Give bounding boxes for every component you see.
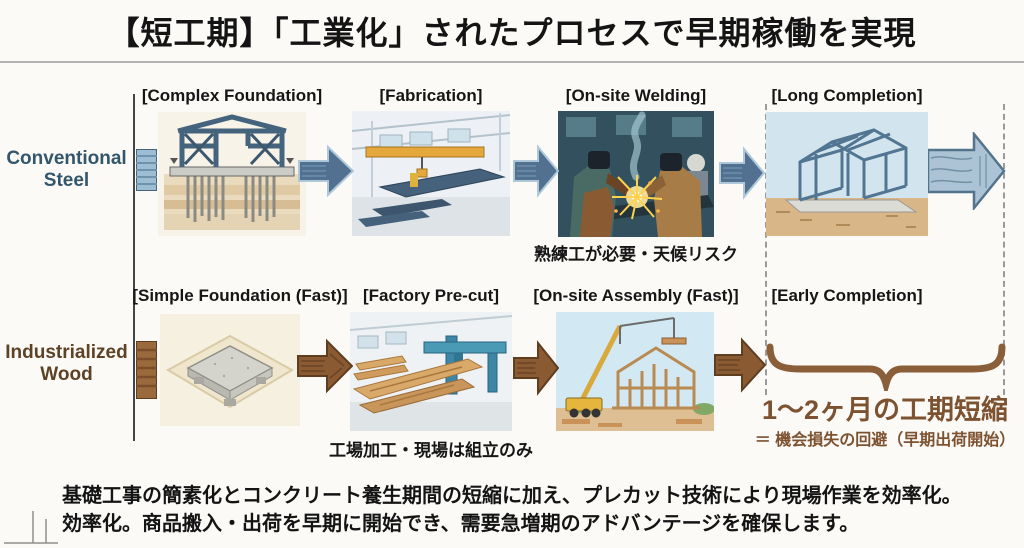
wood-process-arrow-1 <box>297 338 353 394</box>
long-duration-arrow <box>928 132 1006 210</box>
timeline-start-line <box>133 94 135 441</box>
stage-heading-onsite-assembly: [On-site Assembly (Fast)] <box>533 286 739 305</box>
page-title: 【短工期】「工業化」されたプロセスで早期稼働を実現 <box>107 15 917 51</box>
stage-heading-complex-foundation: [Complex Foundation] <box>141 86 323 105</box>
stage-heading-long-completion: [Long Completion] <box>771 86 923 105</box>
complex-foundation-illustration <box>158 112 306 236</box>
completion-end-guide <box>1003 104 1005 395</box>
stage-heading-factory-precut: [Factory Pre-cut] <box>362 286 500 305</box>
footer-line-2: 効率化。商品搬入・出荷を早期に開始でき、需要急増期のアドバンテージを確保します。 <box>62 513 860 535</box>
title-divider <box>0 61 1024 63</box>
stage-heading-fabrication: [Fabrication] <box>379 86 483 105</box>
steel-row-start-marker <box>136 149 157 191</box>
benefit-headline: 1〜2ヶ月の工期短縮 <box>761 395 1009 425</box>
stage-heading-onsite-welding: [On-site Welding] <box>565 86 707 105</box>
steel-process-arrow-3 <box>719 146 765 200</box>
completion-start-guide <box>765 104 767 395</box>
stage-heading-early-completion: [Early Completion] <box>771 286 923 305</box>
benefit-subline: ＝ 機会損失の回避（早期出荷開始） <box>754 432 1016 449</box>
footer-text: 基礎工事の簡素化とコンクリート養生期間の短縮に加え、プレカット技術により現場作業… <box>62 482 1012 538</box>
wood-process-arrow-2 <box>513 340 559 396</box>
simple-foundation-illustration <box>160 314 300 426</box>
stage-heading-simple-foundation: [Simple Foundation (Fast)] <box>132 286 348 305</box>
welding-risk-caption: 熟練工が必要・天候リスク <box>534 245 738 264</box>
long-completion-illustration <box>766 112 928 236</box>
fabrication-factory-illustration <box>352 111 510 236</box>
wood-row-start-marker <box>136 341 157 399</box>
onsite-assembly-illustration <box>556 312 714 431</box>
steel-process-arrow-2 <box>513 144 559 198</box>
wood-process-arrow-3 <box>714 337 766 393</box>
factory-precut-illustration <box>350 312 512 431</box>
corner-mark <box>4 511 58 544</box>
onsite-welding-illustration <box>558 111 714 237</box>
footer-line-1: 基礎工事の簡素化とコンクリート養生期間の短縮に加え、プレカット技術により現場作業… <box>62 485 962 507</box>
steel-process-arrow-1 <box>298 144 354 198</box>
row-label-conventional-steel: Conventional Steel <box>6 148 127 191</box>
precut-caption: 工場加工・現場は組立のみ <box>329 441 533 460</box>
time-saving-brace <box>766 343 1006 391</box>
row-label-industrialized-wood: Industrialized Wood <box>5 342 128 385</box>
